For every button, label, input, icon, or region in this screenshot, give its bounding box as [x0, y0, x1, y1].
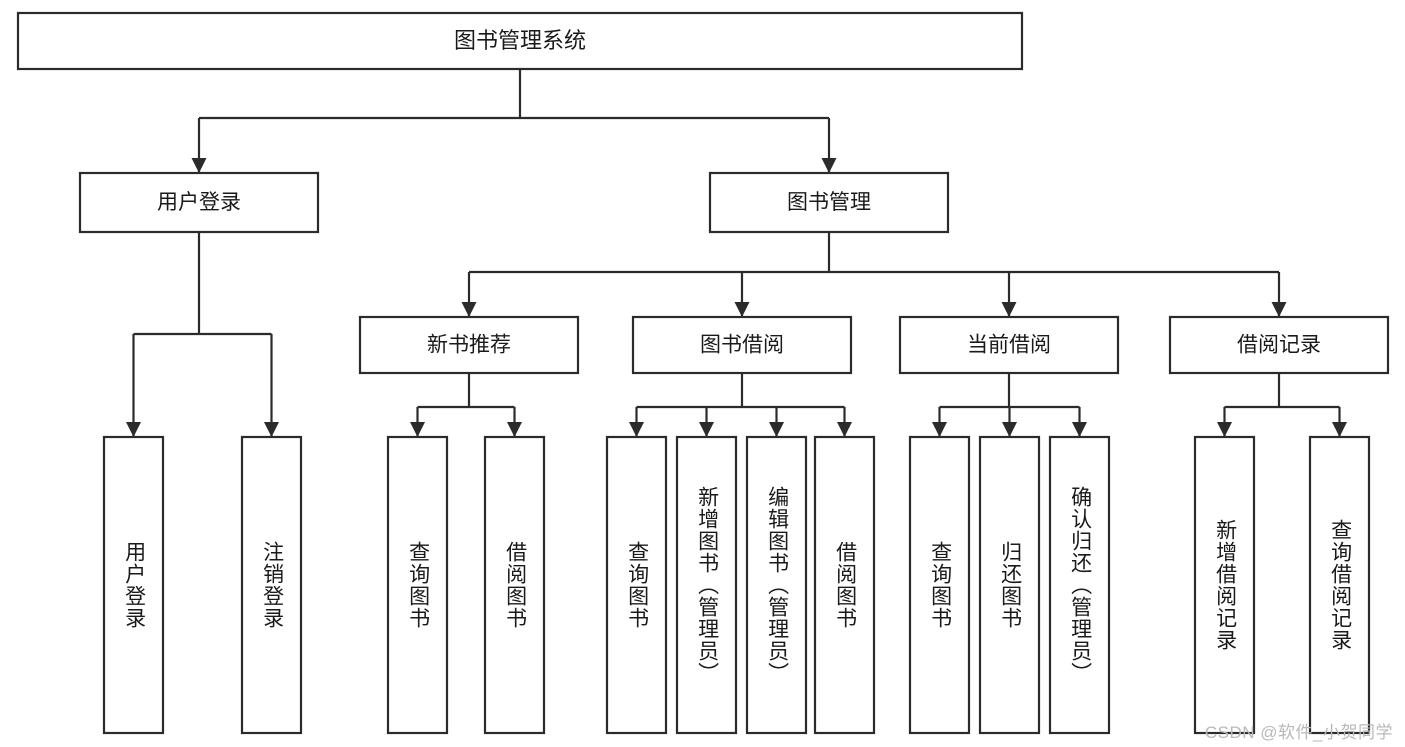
arrow-head-icon: [769, 422, 784, 437]
arrow-head-icon: [1271, 302, 1287, 317]
node-label-root: 图书管理系统: [454, 28, 586, 53]
node-label-level3-2: 当前借阅: [967, 334, 1051, 357]
node-box-leaf-9[interactable]: [978, 435, 1041, 735]
arrow-head-icon: [1001, 302, 1017, 317]
node-box-level3-1[interactable]: [631, 315, 853, 375]
node-box-leaf-5[interactable]: [675, 435, 738, 735]
arrow-head-icon: [191, 158, 207, 173]
node-box-leaf-10[interactable]: [1048, 435, 1111, 735]
arrow-head-icon: [1332, 422, 1347, 437]
node-box-root[interactable]: [16, 11, 1024, 71]
arrow-head-icon: [507, 422, 522, 437]
node-box-leaf-1[interactable]: [240, 435, 303, 735]
node-label-level3-0: 新书推荐: [427, 334, 511, 357]
arrow-head-icon: [932, 422, 947, 437]
arrow-head-icon: [1217, 422, 1232, 437]
node-box-level3-0[interactable]: [358, 315, 580, 375]
arrow-head-icon: [126, 422, 141, 437]
node-boxes-layer: [16, 11, 1390, 735]
node-box-leaf-8[interactable]: [908, 435, 971, 735]
arrow-head-icon: [264, 422, 279, 437]
arrow-head-icon: [837, 422, 852, 437]
node-box-level2-0[interactable]: [78, 171, 320, 234]
node-label-level3-3: 借阅记录: [1237, 334, 1321, 357]
node-box-leaf-7[interactable]: [813, 435, 876, 735]
arrow-head-icon: [821, 158, 837, 173]
node-box-leaf-6[interactable]: [745, 435, 808, 735]
arrow-head-icon: [1002, 422, 1017, 437]
node-box-leaf-0[interactable]: [102, 435, 165, 735]
node-box-level3-3[interactable]: [1168, 315, 1390, 375]
node-box-level2-1[interactable]: [708, 171, 950, 234]
node-box-leaf-3[interactable]: [483, 435, 546, 735]
node-box-level3-2[interactable]: [898, 315, 1120, 375]
node-label-level2-1: 图书管理: [787, 191, 871, 214]
connectors-layer: [126, 69, 1347, 437]
node-box-leaf-2[interactable]: [386, 435, 449, 735]
node-label-level2-0: 用户登录: [157, 191, 241, 214]
node-box-leaf-4[interactable]: [605, 435, 668, 735]
arrow-head-icon: [734, 302, 750, 317]
arrow-head-icon: [461, 302, 477, 317]
node-box-leaf-11[interactable]: [1193, 435, 1256, 735]
node-label-level3-1: 图书借阅: [700, 334, 784, 357]
arrow-head-icon: [629, 422, 644, 437]
arrow-head-icon: [699, 422, 714, 437]
node-box-leaf-12[interactable]: [1308, 435, 1371, 735]
arrow-head-icon: [1072, 422, 1087, 437]
arrow-head-icon: [410, 422, 425, 437]
